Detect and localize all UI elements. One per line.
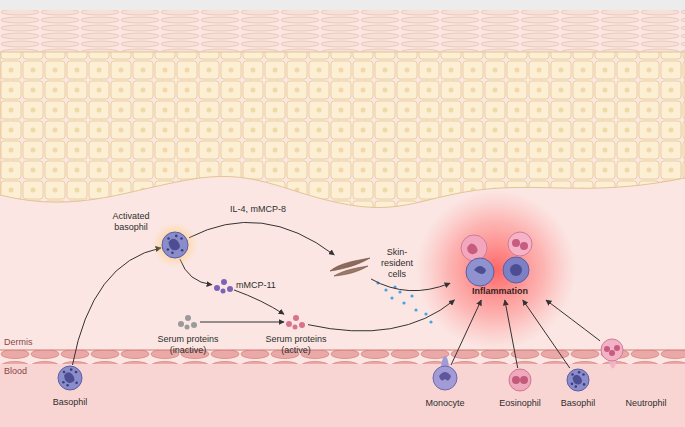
layer-label: Dermis	[4, 337, 33, 348]
cell-label: Activated basophil	[103, 211, 159, 233]
flow-arrow	[546, 300, 600, 341]
cell-label: Inflammation	[460, 286, 540, 297]
flow-arrow	[371, 279, 450, 291]
blood-basophil: Basophil	[566, 368, 590, 392]
cell-label: Basophil	[40, 397, 100, 408]
cell-label: Monocyte	[415, 398, 475, 409]
stratum-corneum	[0, 10, 685, 52]
skin-resident-cells: Skin-resident cells	[328, 255, 372, 279]
vessel-wall	[0, 350, 685, 364]
monocyte: Monocyte	[432, 365, 458, 391]
protease-cluster-icon	[212, 276, 234, 296]
inactive-serum-proteins-icon	[176, 312, 200, 332]
vessel-edge	[0, 349, 685, 350]
neutrophil-icon	[600, 338, 624, 362]
cell-label: Serum proteins (active)	[256, 334, 336, 356]
eosinophil-icon	[508, 368, 532, 392]
active-serum-proteins-icon	[284, 312, 308, 332]
blood-basophil: Basophil	[57, 365, 83, 391]
skin-resident-cells-icon	[328, 255, 372, 279]
cell-label: Basophil	[548, 398, 608, 409]
inflammation-site: Inflammation	[450, 228, 546, 300]
flow-arrow	[308, 300, 454, 331]
edge-label: IL-4, mMCP-8	[230, 204, 286, 215]
cell-label: Neutrophil	[616, 398, 676, 409]
flow-arrow	[200, 322, 284, 323]
blood-basophil-icon	[57, 365, 83, 391]
cell-label: Eosinophil	[490, 398, 550, 409]
epidermis	[0, 52, 685, 207]
blood-basophil-icon	[566, 368, 590, 392]
skin-surface	[0, 0, 685, 10]
protease-cluster: mMCP-11	[212, 276, 234, 296]
monocyte-icon	[432, 365, 458, 391]
blood-lumen	[0, 364, 685, 427]
flow-arrow	[523, 300, 570, 368]
flow-arrow	[72, 248, 161, 365]
flow-arrow	[189, 222, 334, 255]
activated-basophil: Activated basophil	[161, 231, 189, 259]
active-serum-proteins: Serum proteins (active)	[284, 312, 308, 332]
flow-arrow	[234, 290, 284, 314]
neutrophil: Neutrophil	[600, 338, 624, 362]
layer-label: Blood	[4, 366, 27, 377]
activated-basophil-icon	[161, 231, 189, 259]
flow-arrow	[505, 300, 518, 368]
eosinophil: Eosinophil	[508, 368, 532, 392]
cell-label: mMCP-11	[236, 280, 286, 291]
inactive-serum-proteins: Serum proteins (inactive)	[176, 312, 200, 332]
inflammation-glow	[416, 190, 576, 350]
cell-label: Serum proteins (inactive)	[148, 334, 228, 356]
secreted-mediators	[376, 281, 432, 323]
flow-arrow	[451, 300, 481, 365]
cell-label: Skin-resident cells	[372, 247, 422, 280]
